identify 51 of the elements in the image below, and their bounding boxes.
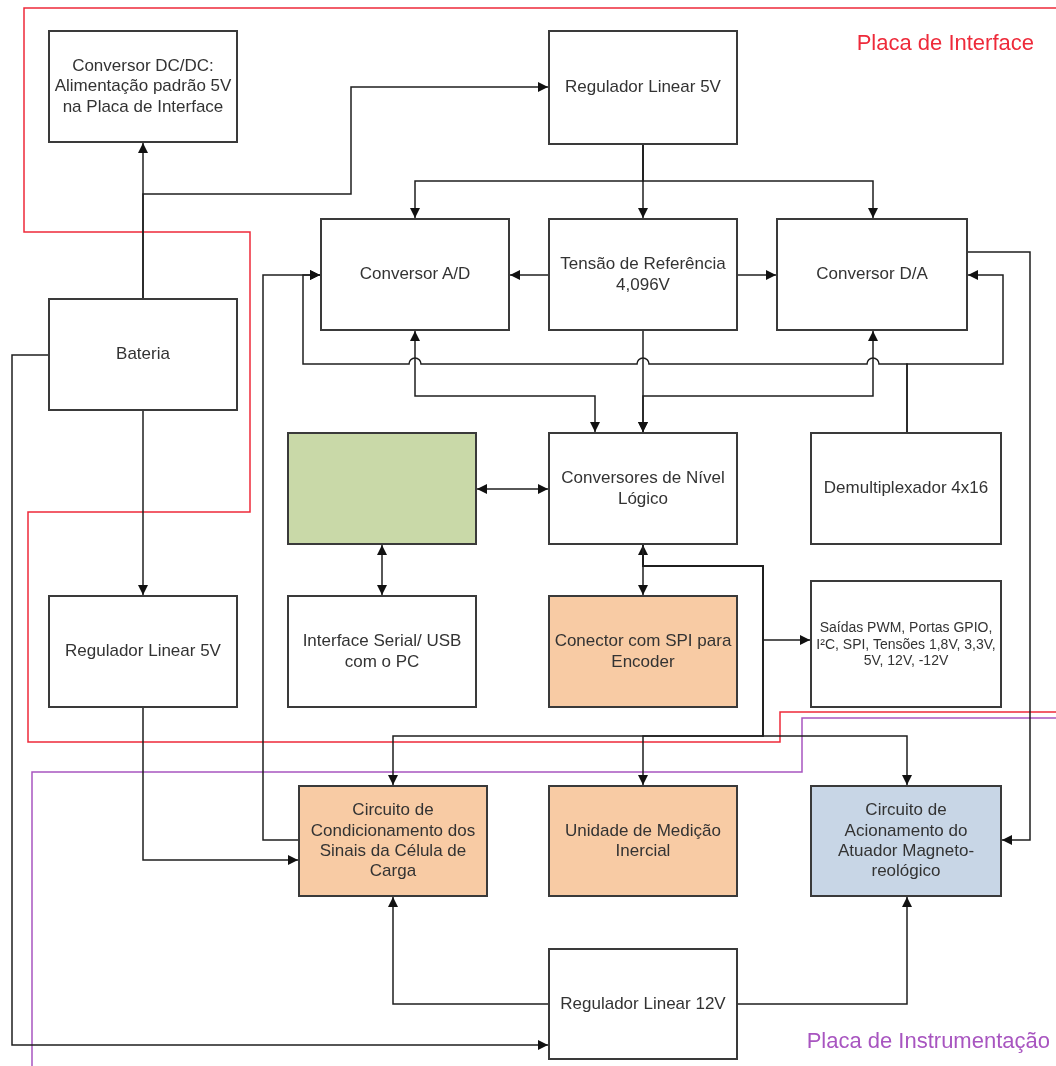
arrow bbox=[142, 82, 549, 299]
arrow bbox=[410, 330, 600, 433]
arrow bbox=[142, 707, 299, 865]
block-box bbox=[548, 218, 738, 331]
block-box bbox=[48, 595, 238, 708]
block-box bbox=[548, 595, 738, 708]
block-text: Unidade de Medição Inercial bbox=[564, 820, 722, 862]
block-box bbox=[48, 298, 238, 411]
board-label: Placa de Instrumentação bbox=[806, 1027, 1050, 1055]
arrow bbox=[737, 270, 777, 280]
block-text: Regulador Linear 12V bbox=[560, 993, 726, 1015]
arrow bbox=[967, 251, 1031, 845]
block-text: Regulador Linear 5V bbox=[565, 77, 721, 98]
block-box bbox=[48, 30, 238, 143]
block-text: Conversor A/D bbox=[359, 264, 471, 285]
arrow bbox=[906, 270, 1004, 433]
block-box bbox=[776, 218, 968, 331]
arrow bbox=[138, 410, 148, 596]
arrow bbox=[476, 484, 549, 494]
block-box bbox=[548, 785, 738, 897]
arrow bbox=[388, 896, 549, 1005]
block-text: Saídas PWM, Portas GPIO, I²C, SPI, Tensões 1,8V, 3,3V, 5V, 12V, -12V bbox=[816, 618, 996, 670]
block-text: Circuito de Condicionamento dos Sinais da Célula de Carga bbox=[309, 800, 477, 882]
arrow bbox=[262, 270, 321, 841]
block-text: Regulador Linear 5V bbox=[65, 641, 221, 662]
block-text: Conversor D/A bbox=[816, 264, 928, 285]
block-text: Conector com SPI para Encoder bbox=[554, 631, 732, 672]
block-box bbox=[287, 595, 477, 708]
block-box bbox=[548, 432, 738, 545]
block-text: Circuito de Acionamento do Atuador Magneto-reológico bbox=[836, 800, 976, 882]
block-box bbox=[810, 785, 1002, 897]
block-box bbox=[298, 785, 488, 897]
block-text: Interface Serial/ USB com o PC bbox=[301, 631, 463, 672]
board-label: Placa de Interface bbox=[856, 29, 1034, 57]
block-box bbox=[810, 580, 1002, 708]
block-text: Tensão de Referência 4,096V bbox=[559, 254, 727, 295]
block-box bbox=[320, 218, 510, 331]
block-box bbox=[810, 432, 1002, 545]
block-box bbox=[548, 948, 738, 1060]
arrow bbox=[642, 144, 878, 219]
block-box bbox=[287, 432, 477, 545]
block-text: Demultiplexador 4x16 bbox=[823, 478, 989, 499]
arrow bbox=[377, 544, 387, 596]
block-box bbox=[548, 30, 738, 145]
block-text: Conversores de Nível Lógico bbox=[560, 468, 726, 509]
block-text: Conversor DC/DC: Alimentação padrão 5V na Placa de Interface bbox=[54, 55, 232, 118]
arrow bbox=[11, 354, 549, 1050]
arrow bbox=[638, 330, 878, 433]
arrow bbox=[509, 270, 549, 280]
block-text: Bateria bbox=[116, 344, 170, 365]
arrow bbox=[737, 896, 912, 1005]
